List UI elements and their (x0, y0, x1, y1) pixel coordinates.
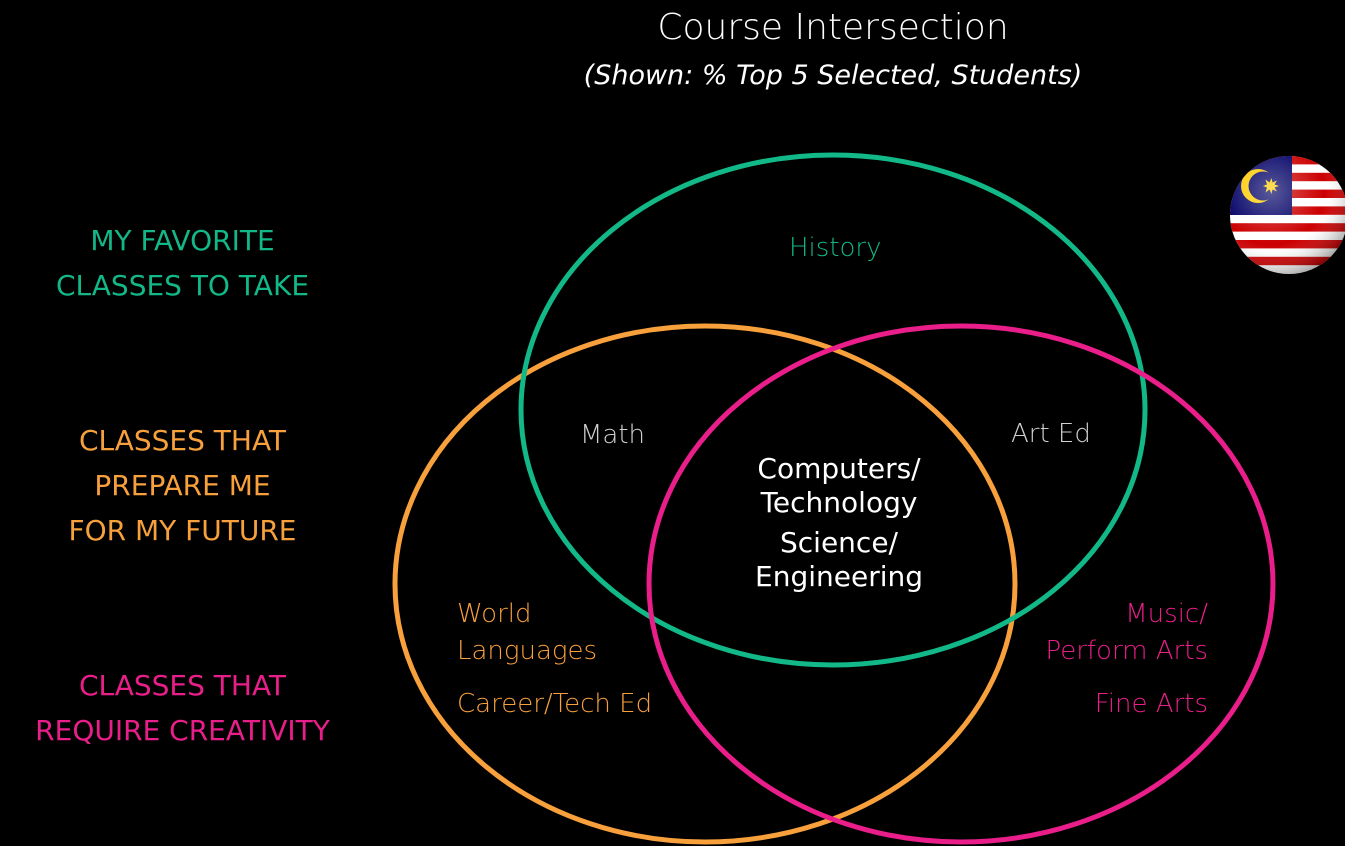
chart-subtitle: (Shown: % Top 5 Selected, Students) (583, 60, 1083, 91)
future-only-line-1: World (457, 599, 532, 629)
legend-creativity: CLASSES THAT REQUIRE CREATIVITY (0, 663, 365, 753)
malaysia-flag-icon (1230, 156, 1345, 274)
legend-future-line-1: CLASSES THAT (78, 424, 287, 457)
venn-circle-creativity (646, 323, 1276, 845)
venn-circle-favorite (518, 152, 1148, 668)
region-favorite-future: Math (580, 420, 646, 450)
center-line-2: Technology (760, 486, 918, 519)
region-all-three: Computers/ Technology Science/ Engineeri… (720, 452, 958, 594)
venn-circle-future (392, 323, 1018, 845)
center-line-3: Science/ (780, 526, 898, 559)
region-creativity-only: Music/ Perform Arts Fine Arts (1010, 596, 1208, 723)
legend-favorite-line-2: CLASSES TO TAKE (55, 269, 310, 302)
future-only-line-3: Career/Tech Ed (457, 689, 653, 719)
center-line-1: Computers/ (757, 452, 921, 485)
region-favorite-creativity: Art Ed (1011, 419, 1091, 449)
legend-favorite: MY FAVORITE CLASSES TO TAKE (0, 218, 365, 308)
creativity-only-line-2: Perform Arts (1045, 636, 1208, 666)
future-only-line-2: Languages (457, 636, 598, 666)
legend-future-line-3: FOR MY FUTURE (68, 514, 297, 547)
legend-future: CLASSES THAT PREPARE ME FOR MY FUTURE (0, 418, 365, 553)
center-line-4: Engineering (755, 560, 923, 593)
chart-title: Course Intersection (657, 7, 1009, 48)
legend-future-line-2: PREPARE ME (94, 469, 271, 502)
legend-creativity-line-1: CLASSES THAT (78, 669, 287, 702)
creativity-only-line-3: Fine Arts (1094, 689, 1208, 719)
legend-favorite-line-1: MY FAVORITE (90, 224, 275, 257)
region-future-only: World Languages Career/Tech Ed (457, 596, 652, 723)
legend-creativity-line-2: REQUIRE CREATIVITY (35, 714, 330, 747)
region-favorite-only: History (789, 233, 882, 263)
creativity-only-line-1: Music/ (1125, 599, 1208, 629)
